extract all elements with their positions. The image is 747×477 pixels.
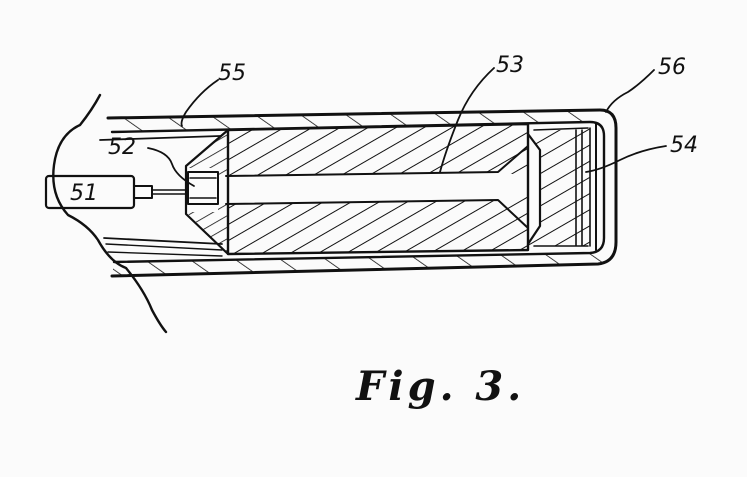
label-54: 54 — [670, 133, 698, 158]
leader-52 — [147, 147, 195, 187]
leader-54 — [585, 145, 667, 173]
front-cone-52 — [184, 128, 230, 256]
rear-insert-54 — [526, 127, 590, 247]
label-53: 53 — [496, 53, 524, 78]
main-body-53 — [225, 122, 530, 256]
label-51: 51 — [70, 181, 98, 206]
leader-55 — [180, 79, 219, 127]
leader-56 — [605, 69, 655, 113]
label-55: 55 — [218, 61, 246, 86]
break-line — [52, 93, 168, 334]
leader-53 — [439, 67, 495, 173]
label-56: 56 — [658, 55, 686, 80]
label-52: 52 — [108, 135, 136, 160]
contact-51 — [44, 174, 187, 210]
leader-lines — [147, 67, 667, 187]
inner-sleeve — [99, 135, 223, 257]
figure-caption: Fig. 3. — [355, 363, 525, 410]
